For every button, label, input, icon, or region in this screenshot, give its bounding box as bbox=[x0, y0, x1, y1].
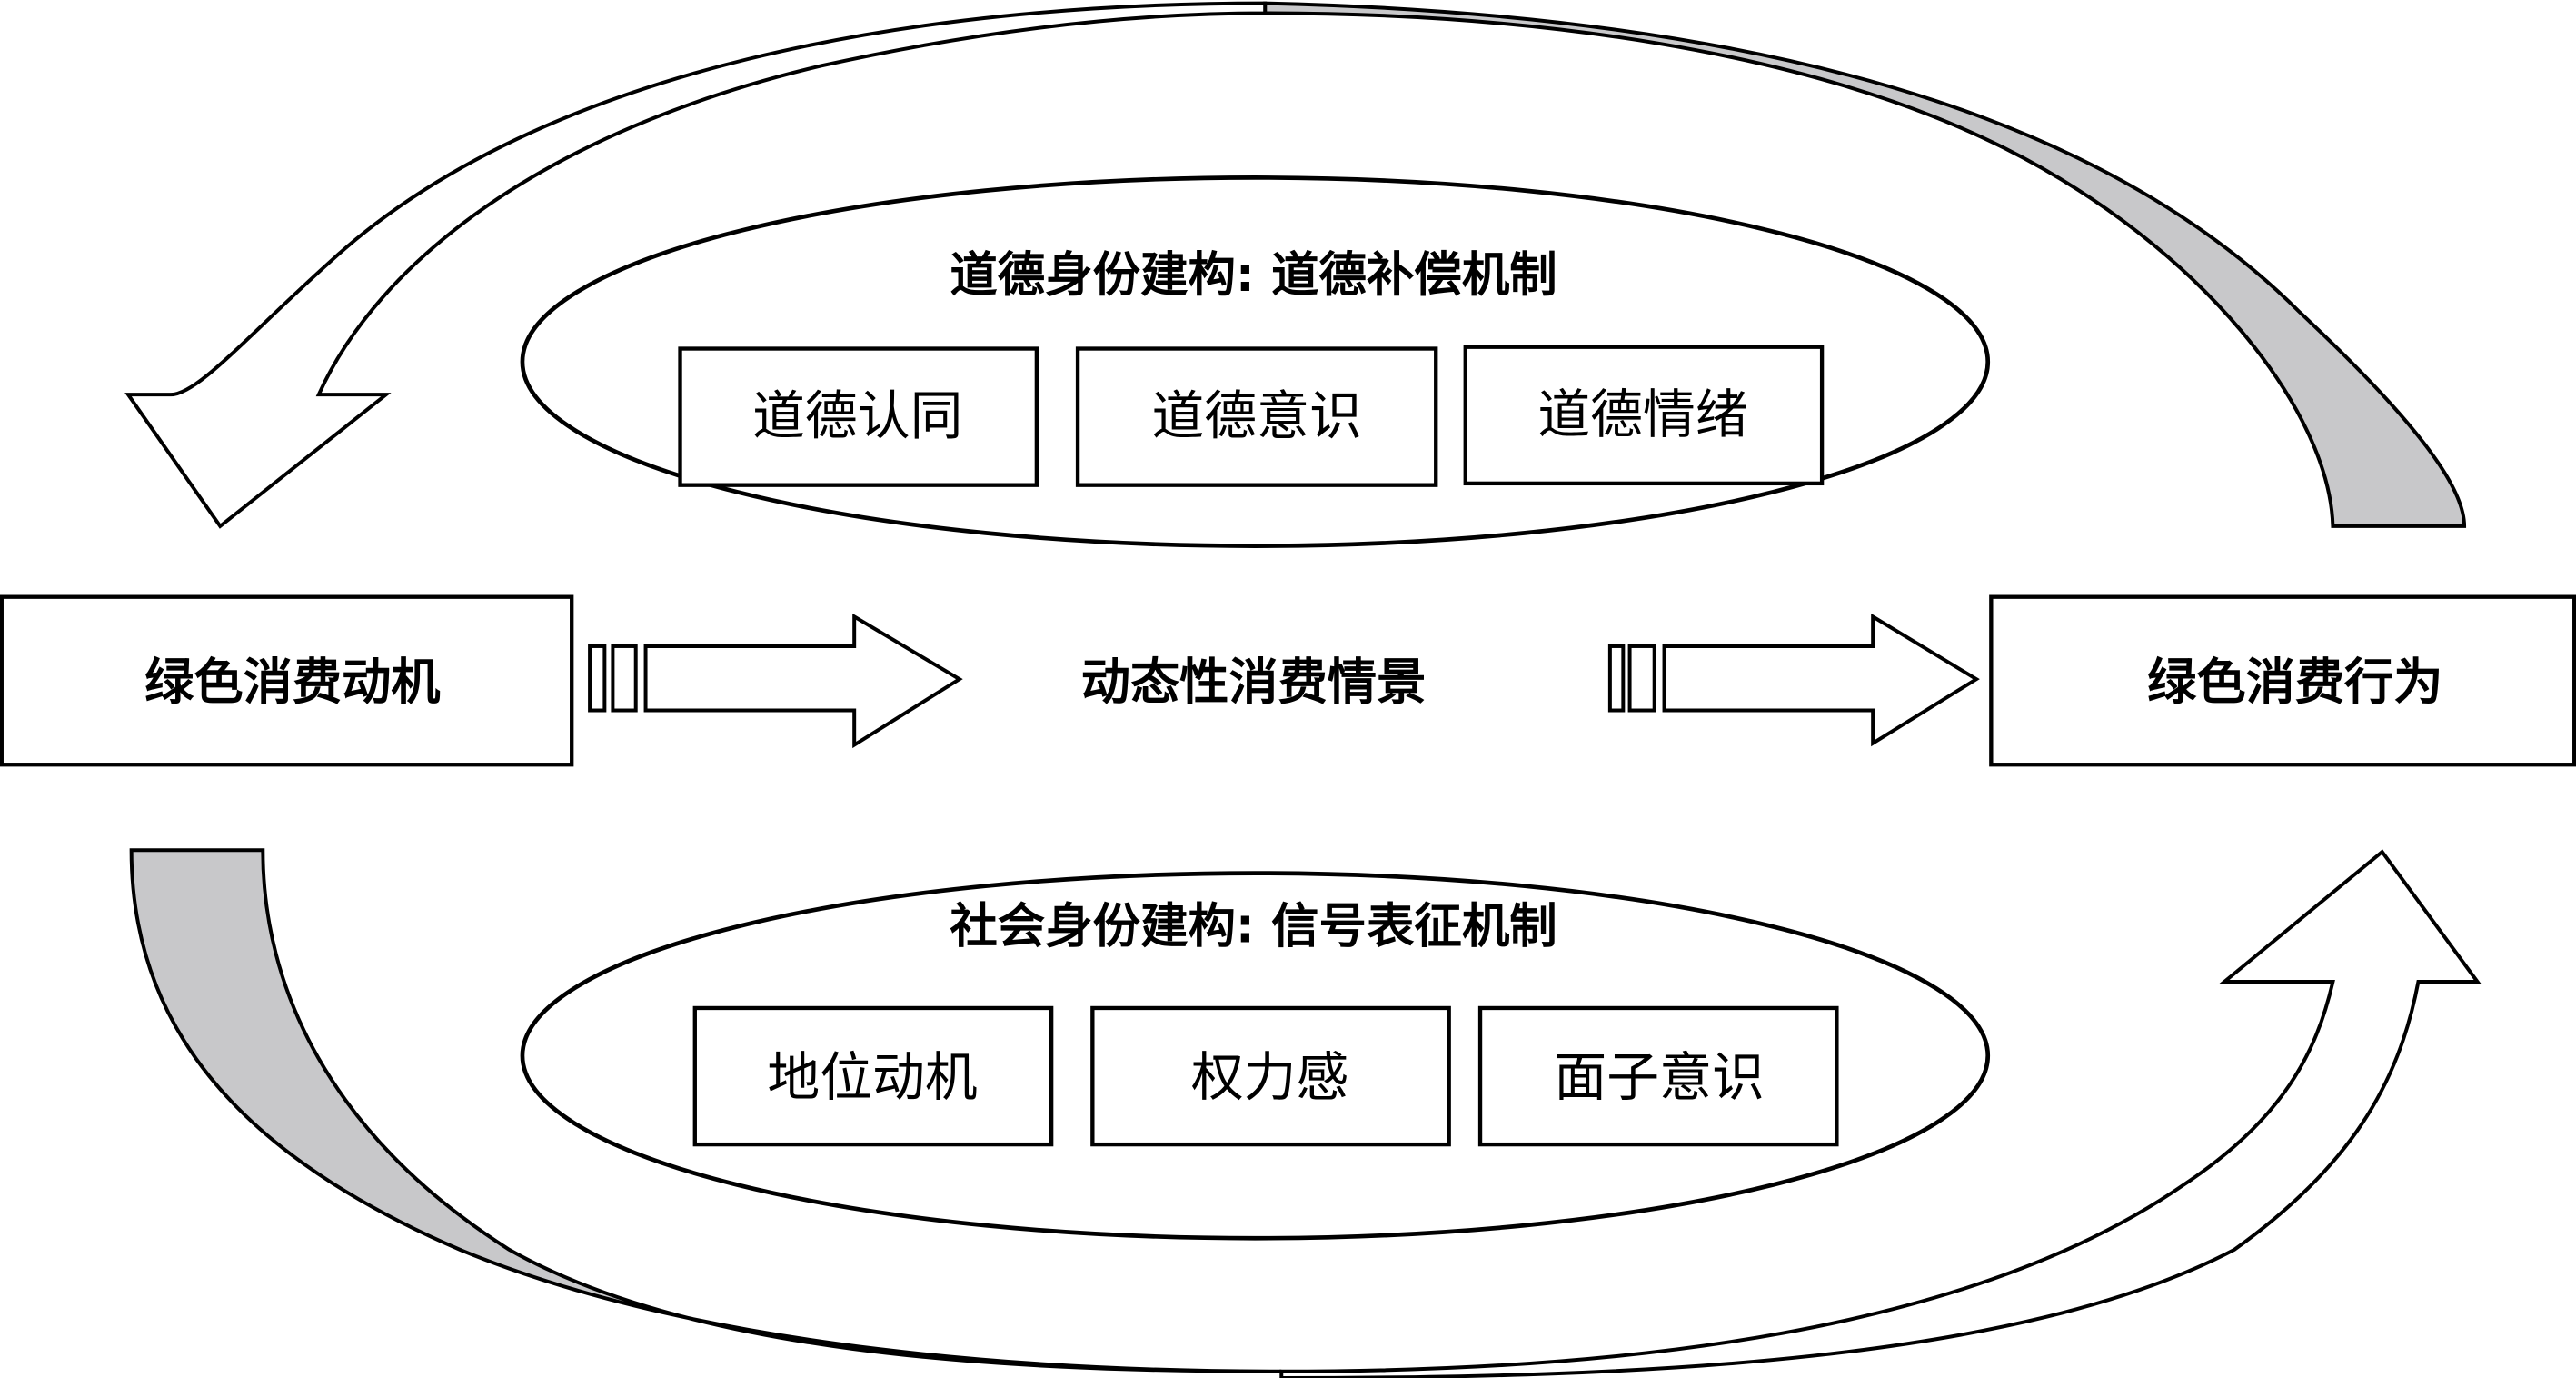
arrow-right-icon bbox=[1607, 613, 1980, 747]
moral-identity-title: 道德身份建构: 道德补偿机制 bbox=[950, 247, 1557, 303]
factor-box-status-motive bbox=[692, 1005, 1054, 1147]
target-box bbox=[1989, 594, 2576, 767]
factor-label: 地位动机 bbox=[767, 1046, 977, 1108]
moral-identity-ellipse bbox=[520, 175, 1991, 548]
factor-label: 道德认同 bbox=[752, 385, 962, 447]
target-label: 绿色消费行为 bbox=[2147, 654, 2442, 711]
moral-identity-group: 道德身份建构: 道德补偿机制 道德认同 道德意识 道德情绪 bbox=[520, 175, 1991, 548]
factor-label: 面子意识 bbox=[1554, 1046, 1764, 1108]
context-label: 动态性消费情景 bbox=[1081, 654, 1427, 711]
factor-label: 道德情绪 bbox=[1537, 384, 1747, 445]
top-arrow-hollow-shaft bbox=[124, 1, 1268, 529]
arrow-right-icon bbox=[588, 613, 963, 749]
social-identity-ellipse bbox=[520, 871, 1991, 1241]
factor-box-moral-awareness bbox=[1075, 346, 1438, 487]
factor-box-sense-of-power bbox=[1090, 1005, 1451, 1147]
source-box bbox=[0, 594, 574, 767]
factor-label: 权力感 bbox=[1191, 1046, 1349, 1108]
factor-box-moral-emotion bbox=[1463, 344, 1825, 486]
bottom-arrow-hollow-shaft bbox=[1279, 849, 2482, 1378]
source-label: 绿色消费动机 bbox=[144, 654, 440, 711]
factor-box-face-consciousness bbox=[1477, 1005, 1839, 1147]
main-flow: 绿色消费动机 动态性消费情景 绿色消费行为 bbox=[0, 594, 2576, 767]
factor-box-moral-identification bbox=[678, 346, 1039, 487]
bottom-forward-arrow bbox=[129, 848, 2482, 1378]
top-feedback-arrow bbox=[124, 1, 2467, 529]
social-identity-title: 社会身份建构: 信号表征机制 bbox=[950, 899, 1557, 954]
factor-label: 道德意识 bbox=[1151, 385, 1361, 447]
social-identity-group: 社会身份建构: 信号表征机制 地位动机 权力感 面子意识 bbox=[520, 871, 1991, 1241]
top-arrow-gray-band bbox=[1263, 1, 2467, 528]
